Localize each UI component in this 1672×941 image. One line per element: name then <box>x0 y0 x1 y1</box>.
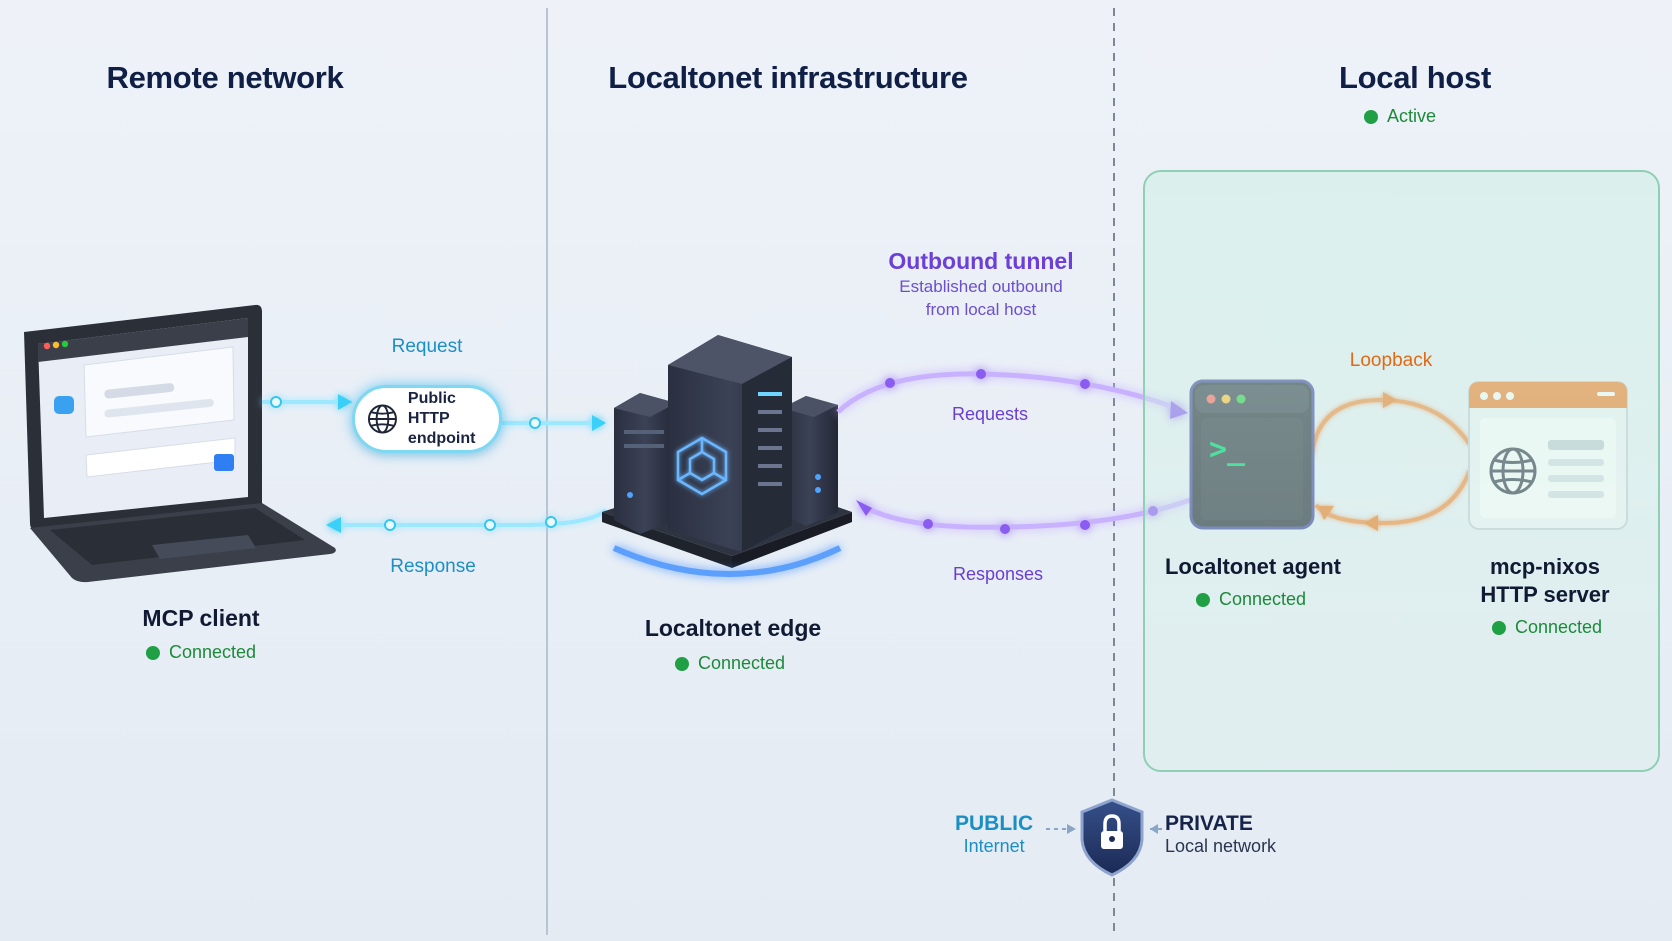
edge-status: Connected <box>674 653 786 674</box>
mcp-nixos-server-label: mcp-nixos HTTP server <box>1480 553 1609 609</box>
local-host-status-text: Active <box>1386 106 1437 126</box>
public-http-endpoint[interactable]: Public HTTP endpoint <box>352 385 502 453</box>
status-dot-icon <box>145 645 160 660</box>
column-title-local: Local host <box>1338 60 1492 95</box>
server-label-line1: mcp-nixos <box>1489 554 1601 579</box>
server-cluster-icon <box>602 335 852 577</box>
laptop-icon <box>24 304 336 583</box>
request-arrow <box>262 394 606 431</box>
local-host-status: Active <box>1363 106 1437 127</box>
server-label-line2: HTTP server <box>1480 582 1610 607</box>
request-label: Request <box>391 336 463 357</box>
status-dot-icon <box>1195 592 1210 607</box>
endpoint-label-line2: endpoint <box>407 430 476 447</box>
terminal-prompt: >_ <box>1209 432 1246 467</box>
legend-private: PRIVATE Local network <box>1165 812 1276 857</box>
legend-public-title: PUBLIC <box>955 812 1034 835</box>
local-host-zone <box>1143 170 1660 772</box>
mcp-client-status-text: Connected <box>168 642 257 662</box>
tunnel-responses-arrow <box>856 497 1191 534</box>
agent-status-text: Connected <box>1218 589 1307 609</box>
legend-public: PUBLIC Internet <box>955 812 1033 857</box>
legend-connectors <box>1046 824 1162 834</box>
tunnel-title: Outbound tunnel <box>888 248 1074 274</box>
tunnel-subtitle-line2: from local host <box>925 300 1037 319</box>
localtonet-agent-label: Localtonet agent <box>1164 554 1342 579</box>
requests-label: Requests <box>951 404 1029 424</box>
column-title-infra: Localtonet infrastructure <box>608 60 968 95</box>
legend-private-sub: Local network <box>1165 836 1277 856</box>
status-dot-icon <box>1491 620 1506 635</box>
legend-private-title: PRIVATE <box>1165 812 1253 835</box>
server-status: Connected <box>1491 617 1603 638</box>
status-dot-icon <box>1363 109 1378 124</box>
endpoint-label-line1: Public HTTP <box>407 390 456 427</box>
column-title-remote: Remote network <box>106 60 344 95</box>
mcp-client-label: MCP client <box>142 605 260 631</box>
endpoint-label: Public HTTP endpoint <box>408 389 499 449</box>
server-status-text: Connected <box>1514 617 1603 637</box>
tunnel-subtitle-line1: Established outbound <box>899 277 1063 296</box>
responses-label: Responses <box>952 564 1044 584</box>
edge-status-text: Connected <box>697 653 786 673</box>
lock-shield-icon <box>1080 798 1144 877</box>
outbound-tunnel-caption: Outbound tunnel Established outbound fro… <box>888 248 1073 321</box>
response-arrow <box>326 508 608 533</box>
mcp-client-status: Connected <box>145 642 257 663</box>
legend-public-sub: Internet <box>963 836 1025 856</box>
globe-icon <box>367 404 397 434</box>
localtonet-edge-label: Localtonet edge <box>644 615 822 641</box>
status-dot-icon <box>674 656 689 671</box>
agent-status: Connected <box>1195 589 1307 610</box>
loopback-label: Loopback <box>1349 350 1433 371</box>
response-label: Response <box>390 556 476 577</box>
